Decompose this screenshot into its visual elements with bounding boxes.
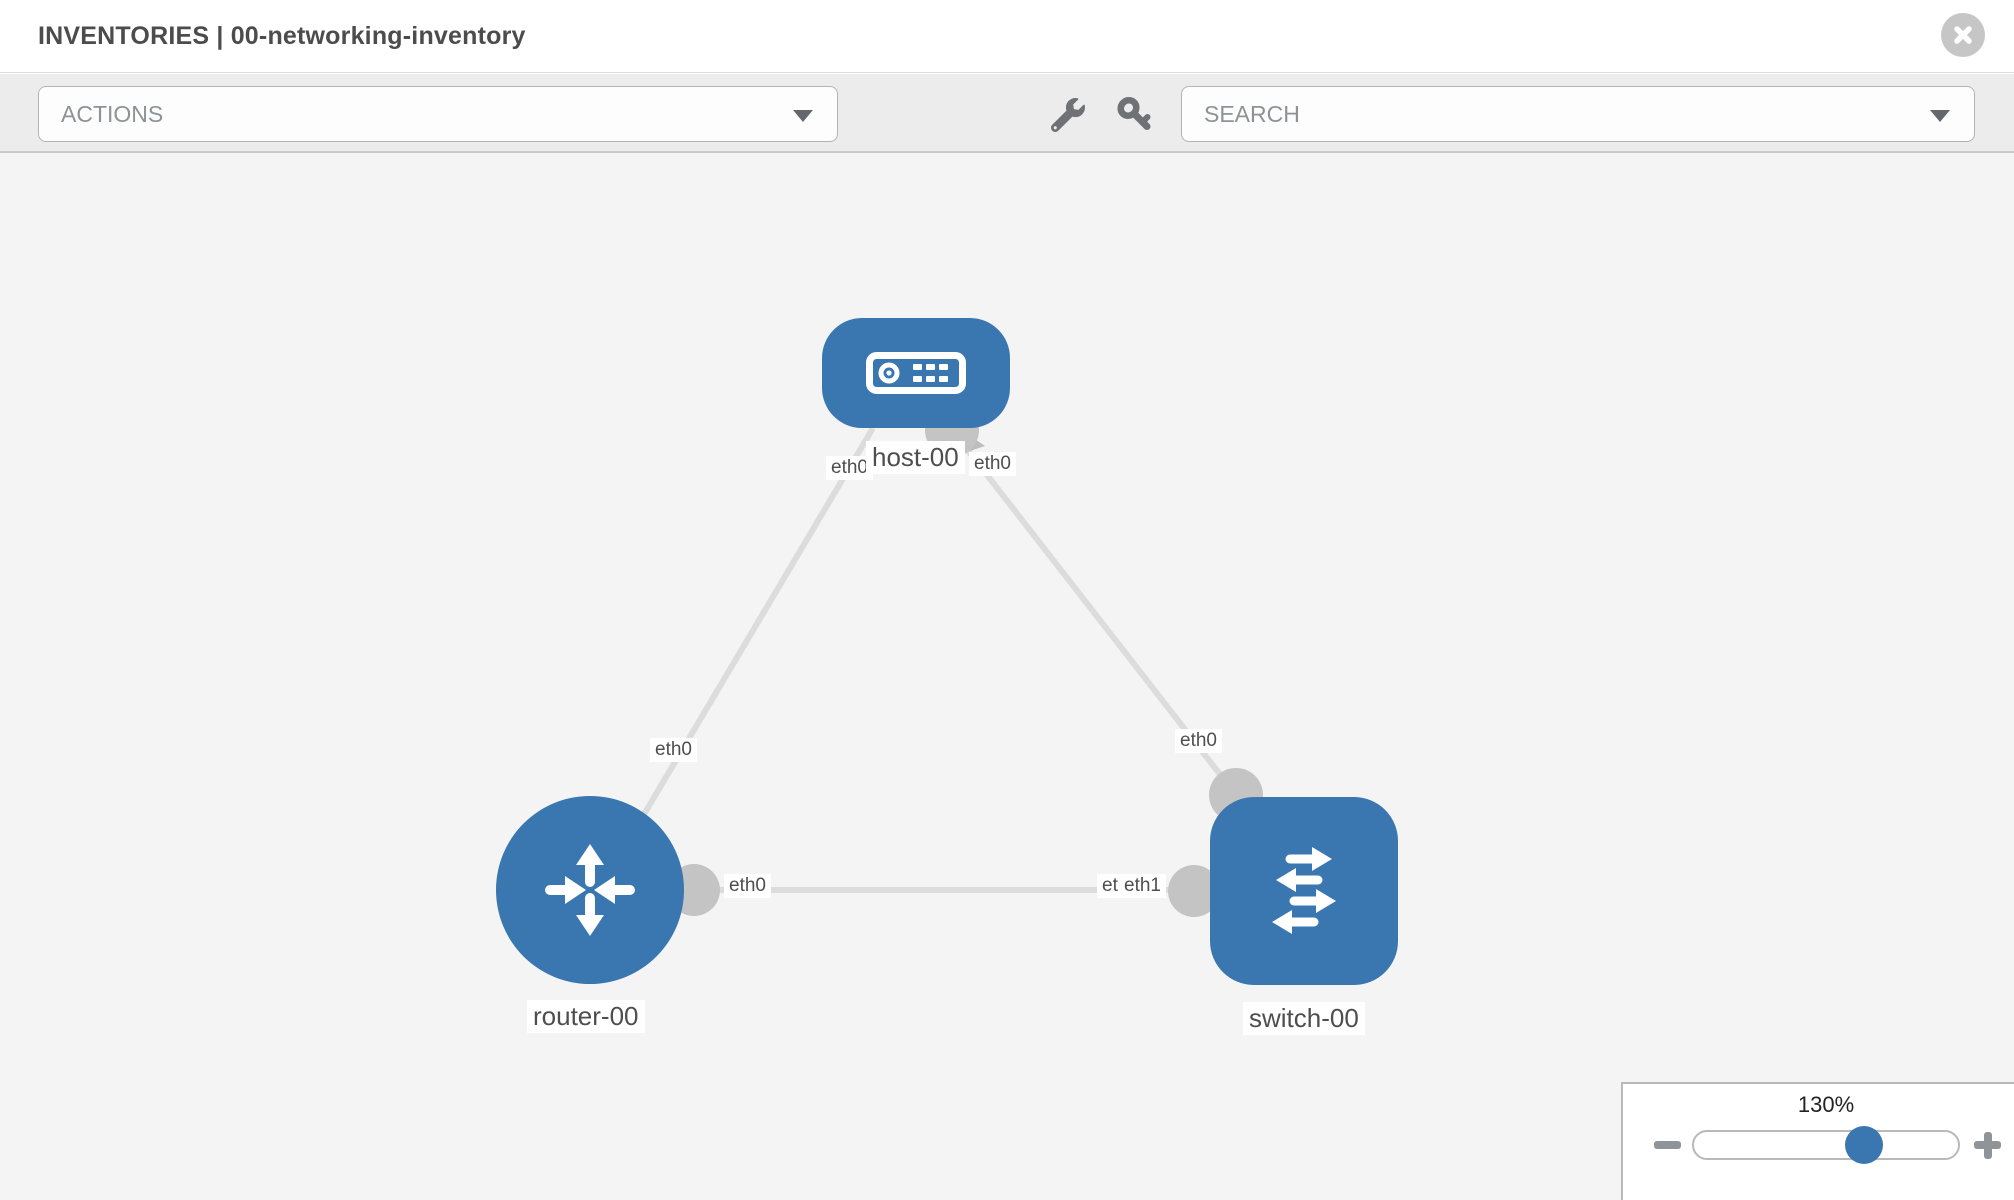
search-select[interactable]: SEARCH bbox=[1181, 86, 1975, 142]
interface-label: eth0 bbox=[724, 874, 771, 898]
node-host[interactable] bbox=[822, 318, 1010, 428]
search-select-placeholder: SEARCH bbox=[1204, 100, 1300, 127]
close-icon bbox=[1954, 26, 1972, 44]
zoom-panel: 130% bbox=[1621, 1082, 2014, 1200]
node-label-switch: switch-00 bbox=[1243, 1002, 1365, 1035]
zoom-out-button[interactable] bbox=[1647, 1125, 1687, 1165]
key-icon bbox=[1117, 97, 1151, 130]
page-title: INVENTORIES | 00-networking-inventory bbox=[38, 22, 526, 50]
header: INVENTORIES | 00-networking-inventory bbox=[0, 0, 2014, 73]
interface-label: eth0 bbox=[826, 456, 873, 480]
close-button[interactable] bbox=[1941, 13, 1985, 57]
switch-icon bbox=[1272, 847, 1336, 934]
link-endpoint bbox=[1168, 865, 1220, 917]
interface-label: eth0 bbox=[969, 452, 1016, 476]
wrench-icon bbox=[1051, 98, 1085, 132]
topology-canvas[interactable]: host-00 router-00 switch-00 eth0 eth0 et… bbox=[0, 153, 2014, 1200]
router-icon bbox=[545, 844, 635, 936]
link-host-router[interactable] bbox=[605, 426, 876, 877]
node-label-router: router-00 bbox=[527, 1000, 645, 1033]
plus-icon bbox=[1983, 1131, 1992, 1159]
zoom-in-button[interactable] bbox=[1967, 1125, 2007, 1165]
credentials-button[interactable] bbox=[1112, 92, 1158, 138]
caret-down-icon bbox=[1930, 110, 1950, 122]
node-label-host: host-00 bbox=[866, 441, 965, 474]
zoom-slider-track[interactable] bbox=[1692, 1130, 1960, 1160]
minus-icon bbox=[1654, 1141, 1681, 1149]
node-switch[interactable] bbox=[1210, 797, 1398, 985]
zoom-slider-knob[interactable] bbox=[1845, 1126, 1883, 1164]
actions-select-label: ACTIONS bbox=[61, 100, 164, 127]
toolbar: ACTIONS SEARCH bbox=[0, 74, 2014, 153]
interface-label: eth0 bbox=[1175, 729, 1222, 753]
zoom-level: 130% bbox=[1797, 1092, 1855, 1117]
interface-label: eth1 bbox=[1119, 874, 1166, 898]
actions-select[interactable]: ACTIONS bbox=[38, 86, 838, 142]
tools-button[interactable] bbox=[1045, 92, 1091, 138]
caret-down-icon bbox=[793, 110, 813, 122]
interface-label: eth0 bbox=[650, 738, 697, 762]
topology-links-layer bbox=[605, 403, 1263, 917]
host-icon bbox=[866, 352, 966, 394]
node-router[interactable] bbox=[496, 796, 684, 984]
